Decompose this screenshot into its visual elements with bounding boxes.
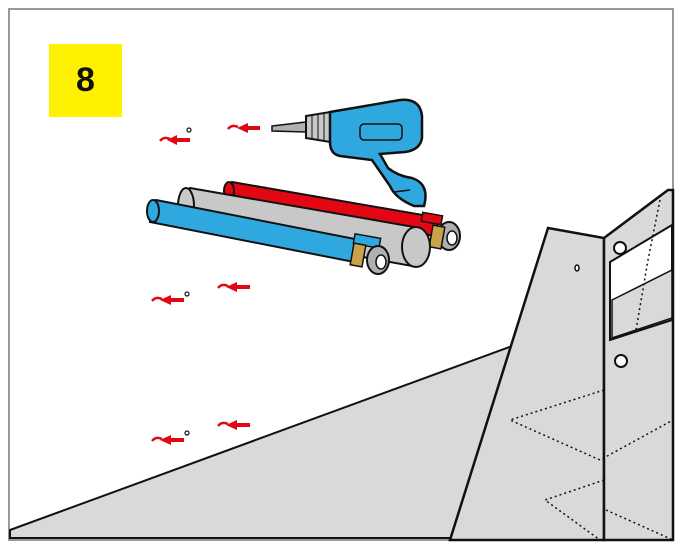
red-direction-arrow-icon bbox=[159, 135, 190, 145]
red-direction-arrow-icon bbox=[151, 435, 184, 445]
panel-small-hole bbox=[574, 264, 580, 272]
pipe-bundle bbox=[146, 180, 461, 275]
red-direction-arrow-icon bbox=[151, 295, 184, 305]
hidden-shelf-lines bbox=[507, 199, 674, 541]
cabinet-panel bbox=[448, 188, 675, 542]
wall-plug-icon bbox=[184, 291, 190, 297]
arrow-group bbox=[151, 123, 260, 445]
panel-hole-lower bbox=[614, 354, 628, 368]
panel-hole-upper bbox=[613, 241, 627, 255]
red-direction-arrow-icon bbox=[217, 282, 250, 292]
blue-pipe bbox=[146, 198, 390, 275]
wall-plug-icon bbox=[186, 127, 192, 133]
red-direction-arrow-icon bbox=[217, 420, 250, 430]
wall-plug-icon bbox=[184, 430, 190, 436]
power-drill-icon bbox=[271, 98, 427, 208]
step-number-badge: 8 bbox=[49, 44, 122, 117]
step-number: 8 bbox=[76, 61, 95, 99]
red-direction-arrow-icon bbox=[227, 123, 260, 133]
